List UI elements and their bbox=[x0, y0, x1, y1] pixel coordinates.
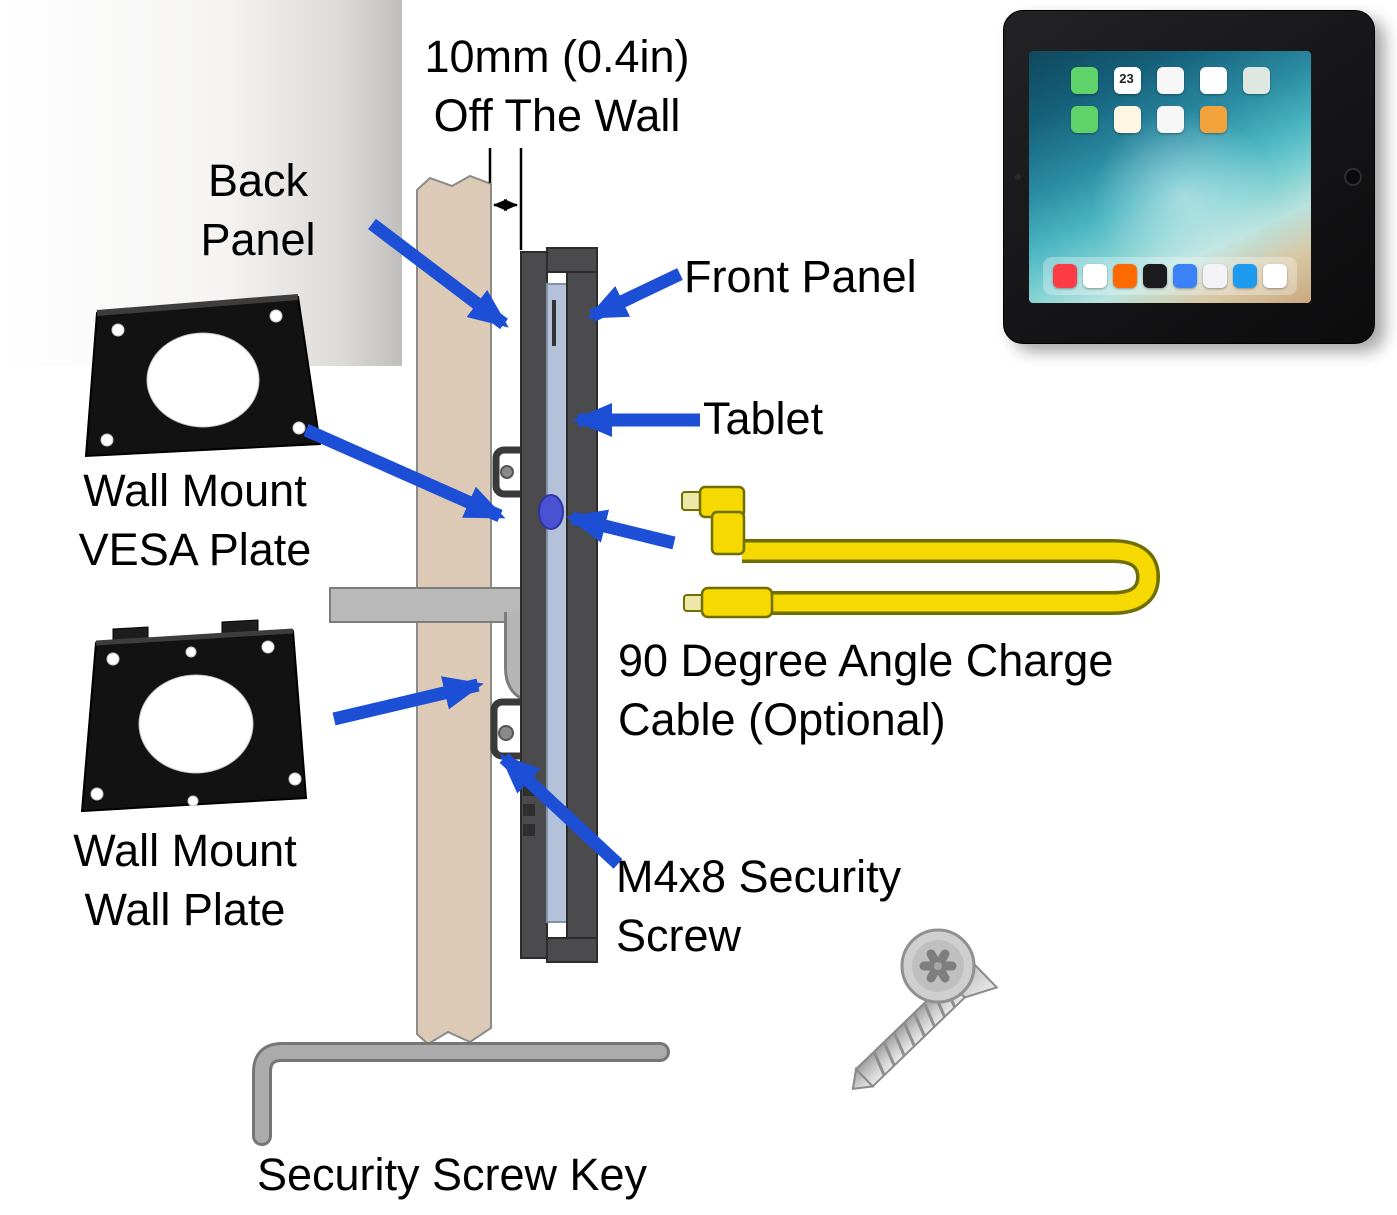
ipad-screen: 23 bbox=[1029, 51, 1311, 303]
security-screw-head-graphic bbox=[900, 928, 976, 1004]
lower-clip-screw bbox=[498, 725, 514, 741]
calendar-icon-day: 23 bbox=[1119, 71, 1134, 86]
app-icon bbox=[1113, 67, 1141, 94]
label-security-screw: M4x8 Security Screw bbox=[616, 851, 902, 961]
app-icon bbox=[1173, 264, 1197, 288]
app-icon bbox=[1156, 106, 1184, 133]
back-panel-vent bbox=[523, 804, 535, 816]
app-icon bbox=[1156, 67, 1184, 94]
ipad-enclosure-frame: 23 bbox=[1003, 10, 1375, 344]
label-tablet: Tablet bbox=[703, 393, 824, 444]
app-icon bbox=[1083, 264, 1107, 288]
app-icon bbox=[1113, 106, 1141, 133]
security-key-graphic bbox=[252, 1042, 670, 1146]
vesa-plate-hole bbox=[146, 332, 260, 428]
straight-connector bbox=[700, 586, 774, 619]
label-front-panel: Front Panel bbox=[684, 251, 917, 302]
front-panel-arrow bbox=[586, 268, 683, 322]
app-icon bbox=[1242, 67, 1270, 94]
app-icon bbox=[1199, 106, 1227, 133]
camera-dot-icon bbox=[1015, 174, 1021, 180]
label-vesa-plate: Wall Mount VESA Plate bbox=[78, 465, 312, 575]
charge-cable-graphic bbox=[681, 485, 1161, 619]
home-button-icon bbox=[1344, 168, 1362, 186]
charge-port-connector bbox=[538, 494, 564, 530]
front-panel-top-cap bbox=[546, 247, 598, 273]
front-panel-section bbox=[566, 247, 598, 963]
ipad-dock bbox=[1043, 257, 1297, 295]
tablet-section bbox=[546, 283, 568, 923]
ipad-app-grid bbox=[1047, 67, 1293, 133]
wall-plate-hole bbox=[138, 674, 254, 774]
charge-cable-arrow bbox=[566, 509, 676, 550]
back-panel-section bbox=[520, 251, 548, 959]
front-panel-bottom-cap bbox=[546, 937, 598, 963]
app-icon bbox=[1113, 264, 1137, 288]
wall-plate-graphic bbox=[80, 619, 308, 813]
upper-clip-screw bbox=[500, 465, 514, 479]
label-security-key: Security Screw Key bbox=[256, 1149, 648, 1200]
app-icon bbox=[1070, 106, 1098, 133]
app-icon bbox=[1233, 264, 1257, 288]
app-icon bbox=[1199, 67, 1227, 94]
app-icon bbox=[1053, 264, 1077, 288]
back-panel-vent bbox=[523, 824, 535, 836]
app-icon bbox=[1070, 67, 1098, 94]
back-panel-arrow bbox=[368, 218, 509, 330]
vesa-plate-graphic bbox=[84, 294, 322, 458]
mounted-tablet-photo: 23 bbox=[1003, 10, 1393, 355]
app-icon bbox=[1263, 264, 1287, 288]
security-screw-arrow bbox=[499, 753, 623, 869]
back-panel-slot bbox=[552, 300, 556, 346]
label-wall-plate: Wall Mount Wall Plate bbox=[73, 825, 297, 935]
label-charge-cable: 90 Degree Angle Charge Cable (Optional) bbox=[618, 635, 1114, 745]
app-icon bbox=[1203, 264, 1227, 288]
app-icon bbox=[1143, 264, 1167, 288]
vesa-plate-arrow bbox=[303, 424, 506, 522]
wall-plate-arrow bbox=[332, 676, 484, 726]
label-back-panel: Back Panel bbox=[200, 155, 316, 265]
label-off-the-wall: 10mm (0.4in) Off The Wall bbox=[424, 31, 690, 141]
